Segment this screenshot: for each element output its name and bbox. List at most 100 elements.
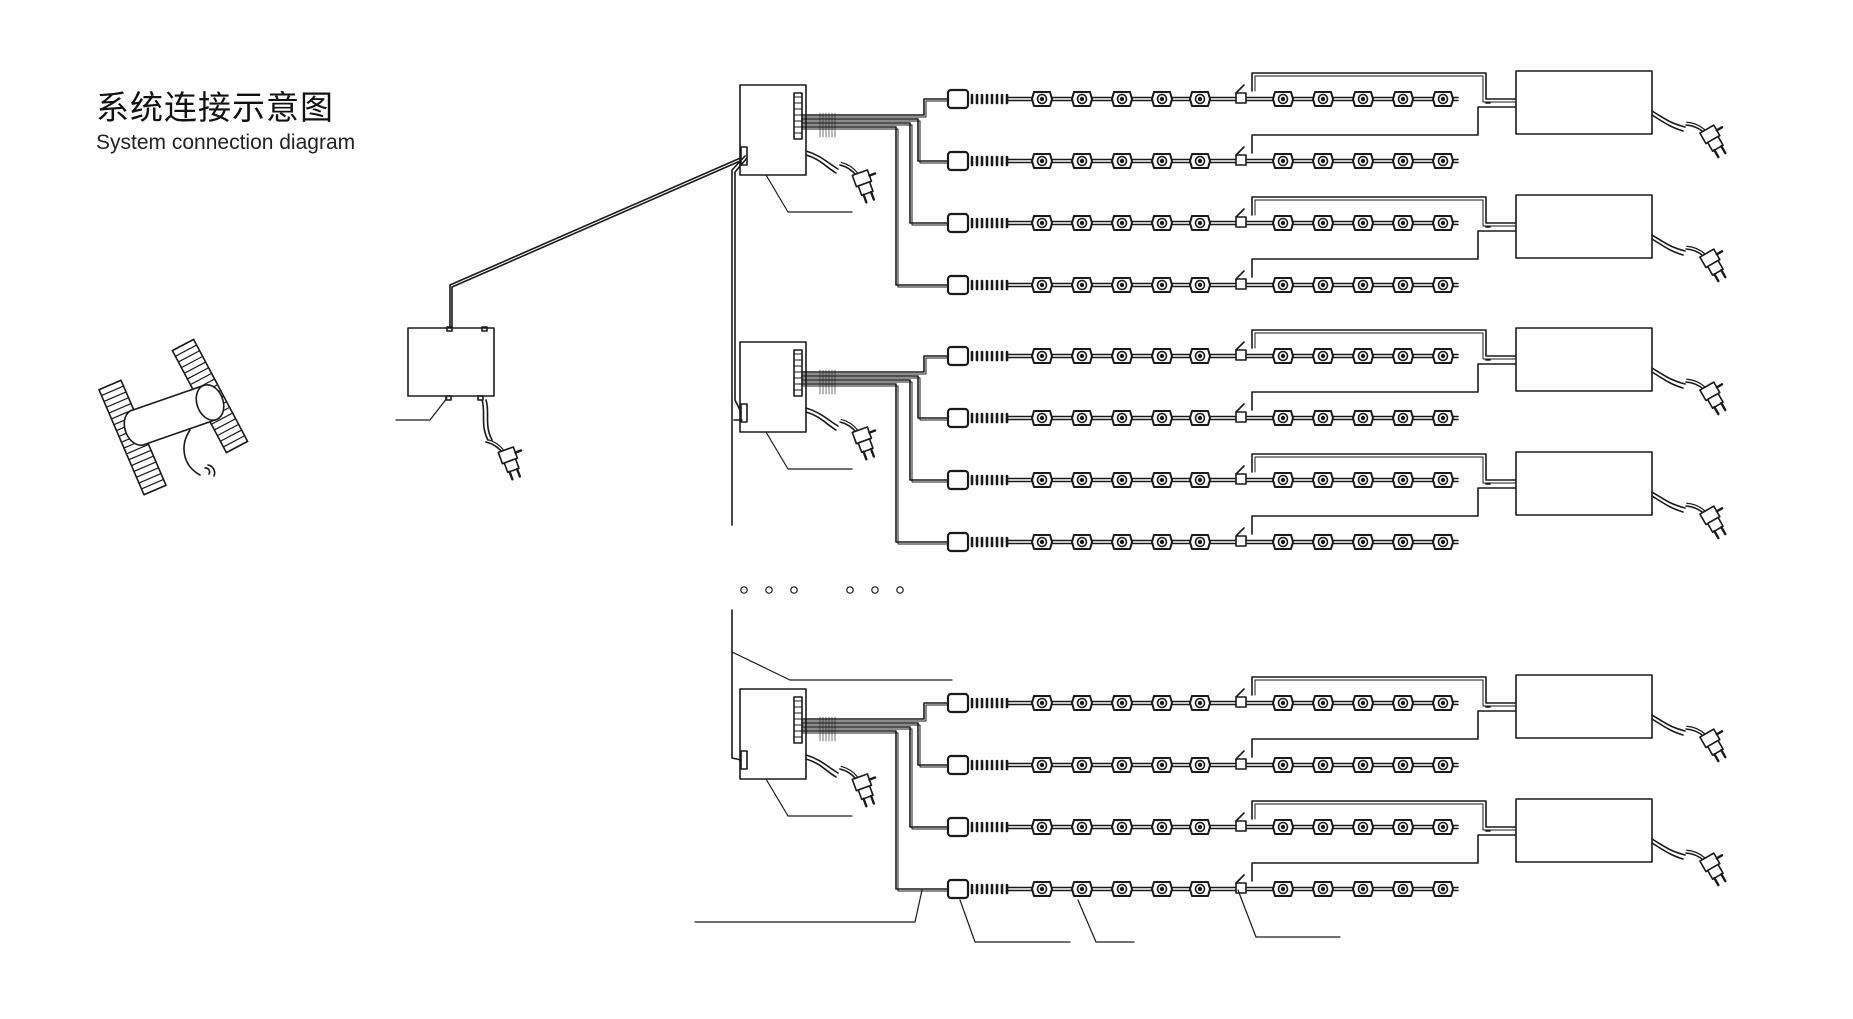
pixel-string [946, 527, 1459, 553]
connector-icon [946, 407, 970, 429]
callout-leaders [694, 889, 1341, 943]
pixel-node-icon [1111, 153, 1133, 169]
pixel-node-icon [1189, 215, 1211, 231]
mains-plug-icon [1685, 849, 1727, 887]
diagram-title-en: System connection diagram [96, 131, 356, 154]
pixel-node-icon [1432, 215, 1454, 231]
pixel-string [946, 812, 1459, 838]
pixel-node-icon [1272, 757, 1294, 773]
pixel-node-icon [1432, 348, 1454, 364]
pixel-node-icon [1111, 819, 1133, 835]
pixel-node-icon [1151, 695, 1173, 711]
pixel-node-icon [1031, 695, 1053, 711]
connector-icon [946, 878, 970, 900]
pixel-node-icon [1111, 410, 1133, 426]
title-block: 系统连接示意图 System connection diagram [96, 88, 355, 156]
pixel-node-icon [1151, 472, 1173, 488]
pixel-node-icon [1151, 153, 1173, 169]
power-supply-icon [1515, 674, 1727, 763]
pixel-node-icon [1392, 472, 1414, 488]
pixel-node-icon [1432, 757, 1454, 773]
data-bus [731, 155, 953, 761]
pixel-node-icon [1189, 881, 1211, 897]
pixel-node-icon [1111, 534, 1133, 550]
pixel-node-icon [1031, 410, 1053, 426]
mains-plug-icon [1685, 245, 1727, 283]
pixel-node-icon [1071, 348, 1093, 364]
power-supply-icon [1515, 327, 1727, 416]
pixel-node-icon [1392, 695, 1414, 711]
pixel-node-icon [1111, 881, 1133, 897]
connector-icon [946, 692, 970, 714]
connector-icon [946, 150, 970, 172]
pixel-node-icon [1312, 534, 1334, 550]
pixel-node-icon [1189, 757, 1211, 773]
pixel-node-icon [1312, 91, 1334, 107]
pixel-node-icon [1189, 534, 1211, 550]
controller-group-2 [739, 327, 1727, 553]
power-supply-icon [1515, 451, 1727, 540]
pixel-node-icon [1352, 410, 1374, 426]
pixel-node-icon [1392, 410, 1414, 426]
pixel-node-icon [1189, 410, 1211, 426]
pixel-node-icon [1189, 472, 1211, 488]
pixel-node-icon [1031, 534, 1053, 550]
controller-group-3 [739, 674, 1727, 900]
pixel-node-icon [1189, 695, 1211, 711]
connector-icon [946, 816, 970, 838]
pixel-node-icon [1272, 534, 1294, 550]
pixel-node-icon [1432, 881, 1454, 897]
pixel-node-icon [1312, 215, 1334, 231]
pixel-node-icon [1151, 534, 1173, 550]
pixel-node-icon [1151, 215, 1173, 231]
hand-controller-icon [98, 338, 249, 496]
pixel-node-icon [1111, 695, 1133, 711]
pixel-string [946, 750, 1459, 776]
pixel-node-icon [1352, 153, 1374, 169]
pixel-node-icon [1432, 410, 1454, 426]
pixel-node-icon [1432, 153, 1454, 169]
pixel-node-icon [1352, 348, 1374, 364]
mains-plug-icon [839, 161, 877, 204]
pixel-string [946, 84, 1459, 110]
pixel-node-icon [1111, 91, 1133, 107]
pixel-node-icon [1432, 695, 1454, 711]
pixel-node-icon [1312, 348, 1334, 364]
mains-plug-icon [839, 765, 877, 808]
pixel-node-icon [1071, 695, 1093, 711]
pixel-node-icon [1352, 472, 1374, 488]
pixel-string [946, 465, 1459, 491]
mains-plug-icon [485, 438, 523, 481]
pixel-node-icon [1392, 819, 1414, 835]
pixel-node-icon [1312, 757, 1334, 773]
mains-plug-icon [1685, 725, 1727, 763]
pixel-node-icon [1111, 215, 1133, 231]
pixel-node-icon [1432, 534, 1454, 550]
pixel-node-icon [1392, 757, 1414, 773]
pixel-node-icon [1392, 277, 1414, 293]
pixel-node-icon [1312, 881, 1334, 897]
pixel-node-icon [1352, 277, 1374, 293]
power-supply-icon [1515, 70, 1727, 159]
connector-icon [946, 531, 970, 553]
mains-plug-icon [1685, 378, 1727, 416]
pixel-node-icon [1272, 695, 1294, 711]
pixel-node-icon [1352, 695, 1374, 711]
pixel-node-icon [1272, 153, 1294, 169]
pixel-node-icon [1352, 534, 1374, 550]
pixel-node-icon [1031, 881, 1053, 897]
pixel-node-icon [1031, 153, 1053, 169]
mains-plug-icon [1685, 121, 1727, 159]
pixel-node-icon [1432, 819, 1454, 835]
pixel-node-icon [1071, 534, 1093, 550]
controller-group-1 [739, 70, 1727, 296]
pixel-node-icon [1272, 881, 1294, 897]
pixel-node-icon [1111, 277, 1133, 293]
pixel-node-icon [1071, 215, 1093, 231]
pixel-node-icon [1432, 472, 1454, 488]
pixel-node-icon [1151, 348, 1173, 364]
pixel-node-icon [1272, 472, 1294, 488]
pixel-node-icon [1031, 91, 1053, 107]
pixel-node-icon [1272, 410, 1294, 426]
